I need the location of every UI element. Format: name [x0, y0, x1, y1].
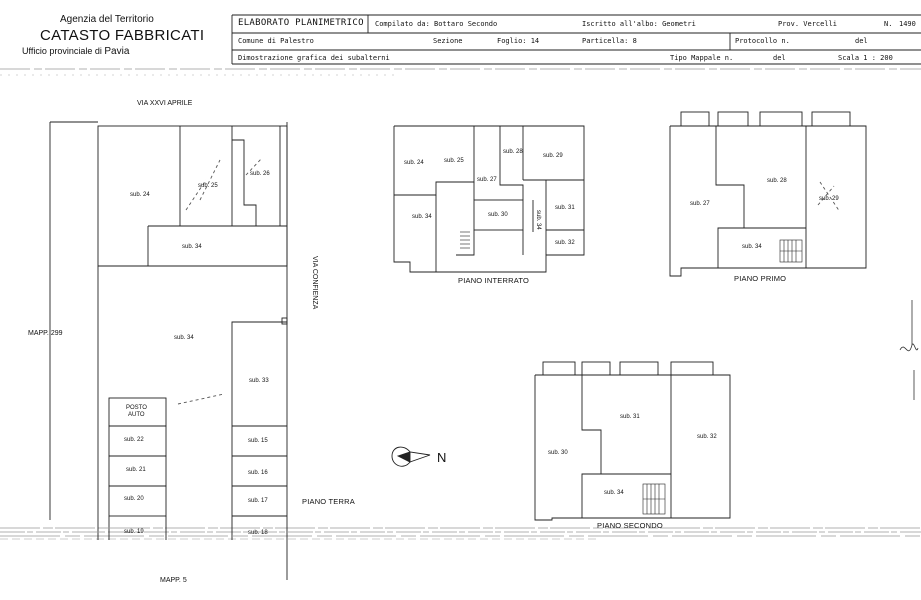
- comune: Comune di Palestro: [238, 37, 314, 45]
- province: Prov. Vercelli: [778, 20, 838, 28]
- basement-plan: [393, 125, 585, 273]
- n-label: N.: [884, 20, 893, 28]
- sub-label: sub. 32: [555, 240, 575, 246]
- sub-label: sub. 31: [620, 414, 640, 420]
- sub-label: sub. 27: [690, 201, 710, 207]
- foglio: Foglio: 14: [497, 37, 540, 45]
- del-1: del: [855, 37, 868, 45]
- sub-label: sub. 26: [250, 171, 270, 177]
- posto-label: POSTO: [126, 405, 147, 411]
- sub-label: sub. 27: [477, 177, 497, 183]
- first-floor-plan: [669, 111, 867, 277]
- demo-label: Dimostrazione grafica dei subalterni: [238, 54, 390, 62]
- street-north: VIA XXVI APRILE: [137, 100, 193, 107]
- sub-label: sub. 34: [604, 490, 624, 496]
- particella: Particella: 8: [582, 37, 637, 45]
- sub-label: sub. 34: [535, 210, 541, 230]
- compiled-by: Compilato da: Bottaro Secondo: [375, 20, 498, 28]
- sub-label: sub. 28: [503, 149, 523, 155]
- site-boundary: [49, 121, 288, 580]
- doc-type: ELABORATO PLANIMETRICO: [238, 18, 364, 28]
- auto-label: AUTO: [128, 412, 145, 418]
- registered: Iscritto all'albo: Geometri: [582, 20, 696, 28]
- sub-label: sub. 34: [182, 244, 202, 250]
- sub-label: sub. 31: [555, 205, 575, 211]
- sub-label: sub. 29: [819, 196, 839, 202]
- sub-label: sub. 30: [488, 212, 508, 218]
- sub-label: sub. 15: [248, 438, 268, 444]
- sub-label: sub. 25: [198, 183, 218, 189]
- sub-label: sub. 34: [174, 335, 194, 341]
- sub-label: sub. 22: [124, 437, 144, 443]
- plan-title-first: PIANO PRIMO: [734, 274, 787, 283]
- street-east: VIA CONFIENZA: [311, 256, 318, 310]
- header-table: [231, 14, 921, 65]
- second-floor-plan: [534, 361, 731, 521]
- parcel-west: MAPP. 299: [28, 330, 63, 337]
- agency-title: CATASTO FABBRICATI: [40, 27, 205, 44]
- del-2: del: [773, 54, 786, 62]
- sub-label: sub. 20: [124, 496, 144, 502]
- sub-label: sub. 24: [404, 160, 424, 166]
- agency-name: Agenzia del Territorio: [60, 14, 154, 25]
- office-province: Pavia: [104, 46, 130, 57]
- plan-title-second: PIANO SECONDO: [597, 521, 663, 530]
- sub-label: sub. 33: [249, 378, 269, 384]
- sub-label: sub. 17: [248, 498, 268, 504]
- sub-label: sub. 21: [126, 467, 146, 473]
- sub-label: sub. 34: [742, 244, 762, 250]
- north-label: N: [437, 450, 447, 465]
- sub-label: sub. 24: [130, 192, 150, 198]
- sub-label: sub. 32: [697, 434, 717, 440]
- agency-office: Ufficio provinciale di Pavia: [22, 46, 129, 57]
- parcel-south: MAPP. 5: [160, 577, 187, 584]
- signature: [899, 300, 919, 400]
- n-value: 1490: [899, 20, 916, 28]
- sub-label: sub. 30: [548, 450, 568, 456]
- sub-label: sub. 34: [412, 214, 432, 220]
- sub-label: sub. 16: [248, 470, 268, 476]
- tipo-mappale: Tipo Mappale n.: [670, 54, 734, 62]
- plan-title-ground: PIANO TERRA: [302, 497, 355, 506]
- scan-noise: [0, 68, 921, 540]
- sub-label: sub. 18: [248, 530, 268, 536]
- protocollo: Protocollo n.: [735, 37, 790, 45]
- sub-label: sub. 29: [543, 153, 563, 159]
- sub-label: sub. 25: [444, 158, 464, 164]
- sezione: Sezione: [433, 37, 463, 45]
- sub-label: sub. 19: [124, 529, 144, 535]
- north-arrow-icon: [391, 446, 431, 467]
- plan-title-basement: PIANO INTERRATO: [458, 276, 530, 285]
- office-label: Ufficio provinciale di: [22, 46, 102, 56]
- scala: Scala 1 : 200: [838, 54, 893, 62]
- sub-label: sub. 28: [767, 178, 787, 184]
- ground-floor-plan: [97, 125, 288, 540]
